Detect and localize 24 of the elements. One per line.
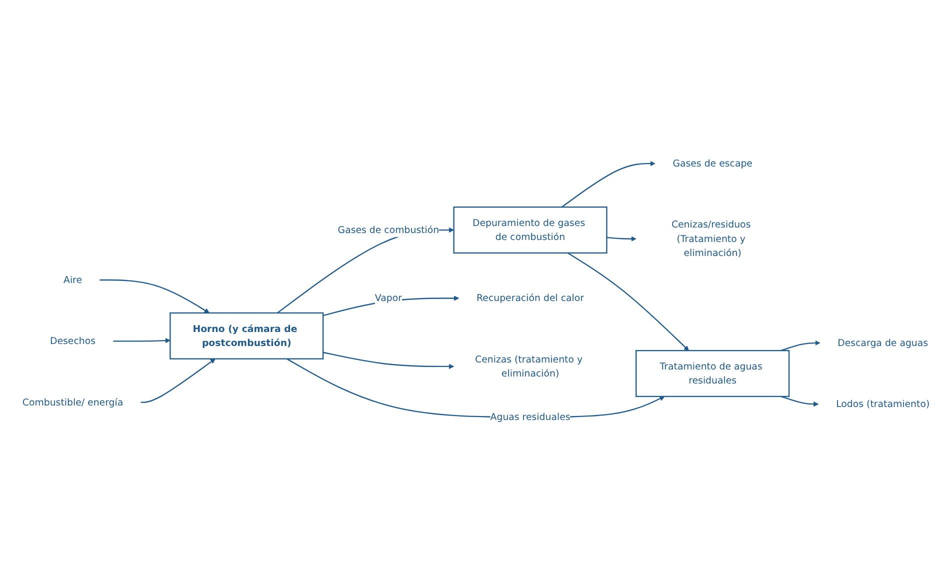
- node-box: Tratamiento de aguas residuales: [636, 350, 790, 398]
- arrow: [567, 252, 689, 351]
- node-text: Cenizas/residuos (Tratamiento y eliminación): [671, 218, 751, 258]
- arrow: [322, 352, 454, 370]
- node-text: Gases de escape: [672, 158, 752, 169]
- arrow: [277, 228, 454, 314]
- arrow: [113, 338, 170, 344]
- edge-label: Aguas residuales: [490, 411, 570, 422]
- arrow: [100, 280, 210, 314]
- arrow: [140, 358, 216, 404]
- node-text: Cenizas (tratamiento y eliminación): [475, 354, 583, 379]
- edge-label: Vapor: [374, 292, 402, 304]
- node-text: Descarga de aguas: [838, 337, 928, 348]
- node-box: Depuramiento de gases de combustión: [453, 206, 608, 254]
- node-text: Aire: [64, 274, 82, 286]
- arrow: [561, 161, 656, 208]
- node-text: Recuperación del calor: [476, 292, 584, 304]
- node-text: Combustible/ energía: [22, 396, 124, 408]
- edge-label: Gases de combustión: [338, 224, 440, 236]
- node-box: Horno (y cámara de postcombustión): [170, 312, 324, 360]
- arrow: [606, 236, 636, 242]
- arrow: [780, 340, 820, 352]
- node-text: Desechos: [50, 335, 96, 347]
- node-text: Lodos (tratamiento): [836, 398, 930, 410]
